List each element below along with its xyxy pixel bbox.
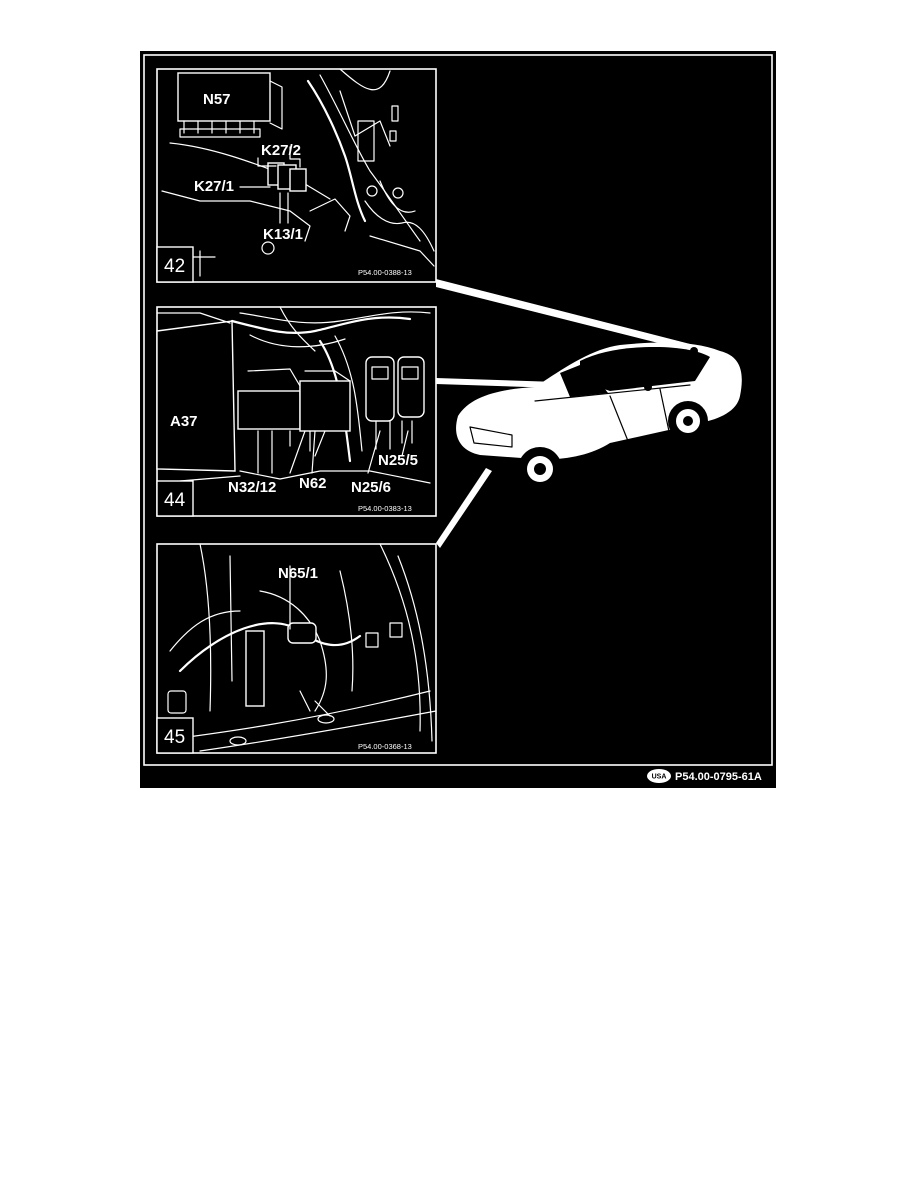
car-illustration <box>456 342 742 491</box>
label-a37: A37 <box>170 413 198 430</box>
n25-6-module <box>397 356 425 418</box>
panel-45-number: 45 <box>164 727 185 748</box>
panel-42: N57 K27/2 K27/1 K13/1 42 P54.00-0388-13 <box>156 68 437 283</box>
n25-5-module <box>365 356 395 422</box>
label-n25-6: N25/6 <box>351 479 391 496</box>
label-n25-5: N25/5 <box>378 452 418 469</box>
panel-45-ref: P54.00-0368-13 <box>358 742 412 751</box>
car-windshield <box>560 363 608 397</box>
leader-panel-45 <box>436 468 492 548</box>
panel-42-ref: P54.00-0388-13 <box>358 268 412 277</box>
leader-panel-42 <box>436 279 694 351</box>
n32-12-unit <box>237 390 301 430</box>
n57-module <box>177 72 271 122</box>
panel-45: N65/1 45 P54.00-0368-13 <box>156 543 437 754</box>
usa-badge-text: USA <box>652 774 667 781</box>
label-n65-1: N65/1 <box>278 565 318 582</box>
label-k27-1: K27/1 <box>194 178 234 195</box>
panel-44-number: 44 <box>164 490 186 511</box>
label-n62: N62 <box>299 475 327 492</box>
panel-44: A37 N25/5 N32/12 N62 N25/6 44 P54.00-038… <box>156 306 437 517</box>
n65-1-module <box>287 622 317 644</box>
n62-unit <box>299 380 351 432</box>
figure-code: P54.00-0795-61A <box>675 771 762 783</box>
panel-44-ref: P54.00-0383-13 <box>358 504 412 513</box>
diagram-figure: N57 K27/2 K27/1 K13/1 42 P54.00-0388-13 <box>140 51 776 788</box>
panel-44-number-box <box>156 480 194 517</box>
label-n32-12: N32/12 <box>228 479 276 496</box>
marker-panel-42 <box>690 347 698 355</box>
diagram-artwork: N57 K27/2 K27/1 K13/1 42 P54.00-0388-13 <box>143 54 773 783</box>
figure-code-block: USA P54.00-0795-61A <box>647 769 762 783</box>
marker-panel-45 <box>487 463 493 469</box>
outer-frame <box>143 54 773 766</box>
usa-badge <box>647 769 671 783</box>
label-k13-1: K13/1 <box>263 226 303 243</box>
label-n57: N57 <box>203 91 231 108</box>
trunk-bracket <box>245 630 265 707</box>
panel-45-number-box <box>156 717 194 754</box>
panel-45-frame <box>156 543 437 754</box>
a37-block <box>156 320 236 472</box>
car-roof-glass <box>580 347 710 391</box>
label-k27-2: K27/2 <box>261 142 301 159</box>
panel-42-number: 42 <box>164 256 185 277</box>
marker-panel-44 <box>644 383 652 391</box>
panel-42-number-box <box>156 246 194 283</box>
